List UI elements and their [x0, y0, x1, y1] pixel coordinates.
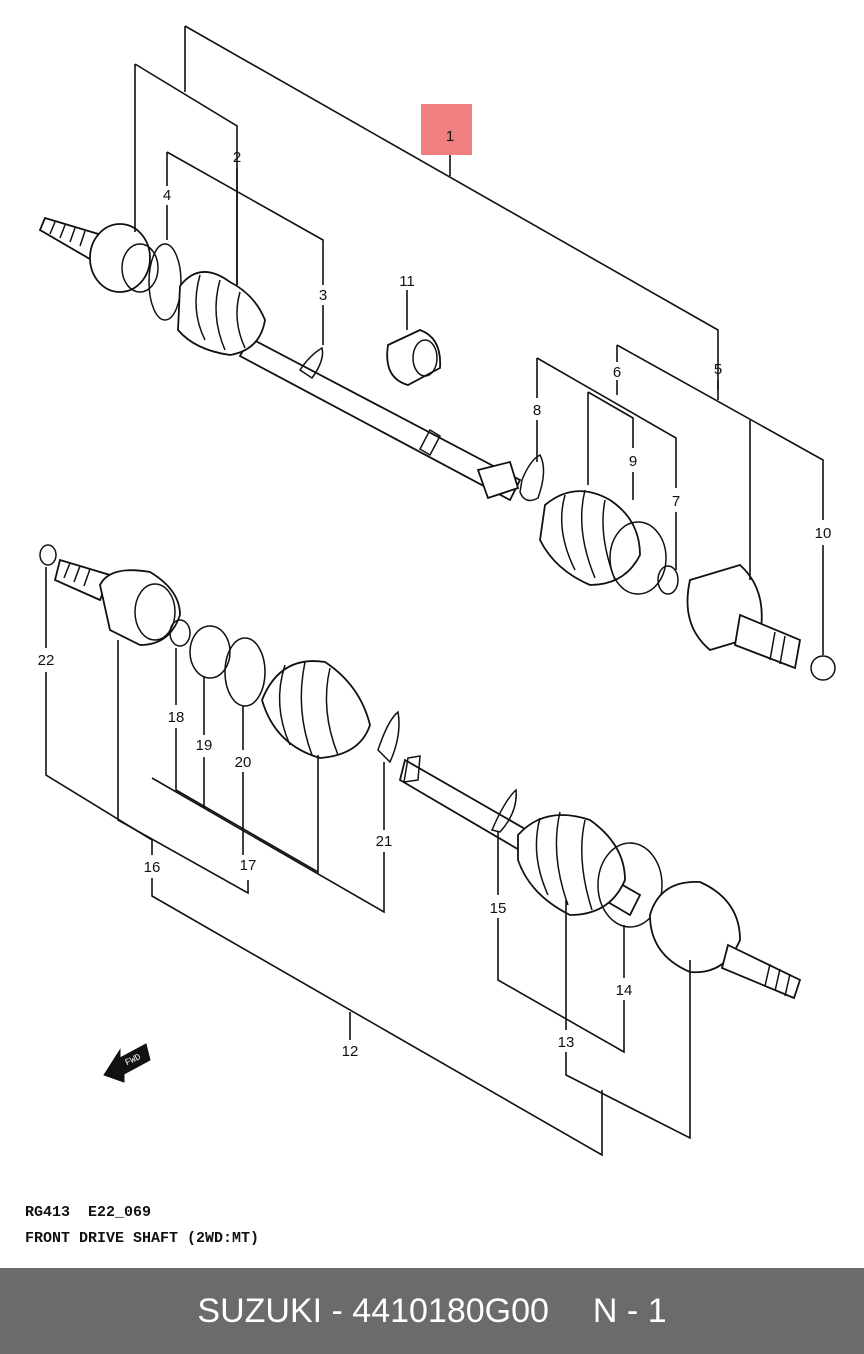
lower-outer-joint	[649, 881, 741, 974]
diagram-code: RG413 E22_069	[25, 1204, 152, 1221]
upper-clamp-8	[519, 454, 545, 502]
lower-ring-18	[169, 619, 191, 647]
callout-17: 17	[240, 857, 257, 874]
callout-15: 15	[490, 900, 507, 917]
leader-lines	[45, 25, 824, 1157]
lower-spline-16	[53, 558, 112, 602]
lower-shaft-assembly: FWD	[39, 544, 802, 1083]
callout-12: 12	[342, 1043, 359, 1060]
callout-1: 1	[446, 128, 454, 145]
fwd-arrow-icon: FWD	[103, 1043, 151, 1083]
lower-clamp-14	[597, 842, 663, 928]
upper-ring-7	[657, 565, 679, 595]
lower-clamp-20	[224, 637, 266, 707]
callout-8: 8	[533, 402, 541, 419]
callout-10: 10	[815, 525, 832, 542]
callout-18: 18	[168, 709, 185, 726]
callout-5: 5	[714, 361, 722, 378]
upper-shaft-assembly	[38, 216, 836, 681]
upper-outer-joint	[89, 223, 151, 293]
callout-19: 19	[196, 737, 213, 754]
callout-9: 9	[629, 453, 637, 470]
callout-21: 21	[376, 833, 393, 850]
footer-bar: SUZUKI - 4410180G00 N - 1	[0, 1268, 864, 1354]
lower-outer-stub	[720, 943, 802, 1000]
upper-inner-spline	[476, 460, 520, 500]
lower-clamp-21	[377, 710, 400, 764]
callout-13: 13	[558, 1034, 575, 1051]
callout-11: 11	[399, 273, 415, 290]
footer-page-label: N - 1	[592, 1291, 667, 1330]
callout-labels: 1 2 3 4 5 6 7 8 9 10 11 12 13 14 15 16 1…	[38, 128, 832, 1060]
callout-20: 20	[235, 754, 252, 771]
drive-shaft-exploded-diagram: FWD	[38, 25, 836, 1157]
callout-14: 14	[616, 982, 633, 999]
callout-2: 2	[233, 149, 241, 166]
upper-shaft	[238, 336, 522, 502]
callout-3: 3	[319, 287, 327, 304]
upper-circlip-10	[810, 655, 836, 681]
upper-clamp-3	[298, 346, 324, 380]
highlight-box	[421, 104, 472, 155]
footer-part-number: SUZUKI - 4410180G00	[197, 1291, 549, 1330]
lower-circlip-22	[39, 544, 57, 566]
upper-inner-boot	[539, 490, 641, 586]
upper-outer-boot	[177, 271, 266, 356]
callout-4: 4	[163, 187, 171, 204]
upper-clamp-9	[609, 521, 667, 595]
callout-6: 6	[613, 364, 621, 381]
lower-clamp-15	[490, 788, 517, 833]
lower-outer-boot	[517, 814, 626, 916]
callout-16: 16	[144, 859, 161, 876]
upper-clamp-4	[148, 243, 182, 321]
callout-7: 7	[672, 493, 680, 510]
callout-22: 22	[38, 652, 55, 669]
lower-inner-joint	[99, 569, 181, 646]
diagram-title: FRONT DRIVE SHAFT (2WD:MT)	[25, 1230, 260, 1247]
lower-snapring-19	[189, 625, 231, 679]
lower-inner-boot	[261, 660, 371, 759]
